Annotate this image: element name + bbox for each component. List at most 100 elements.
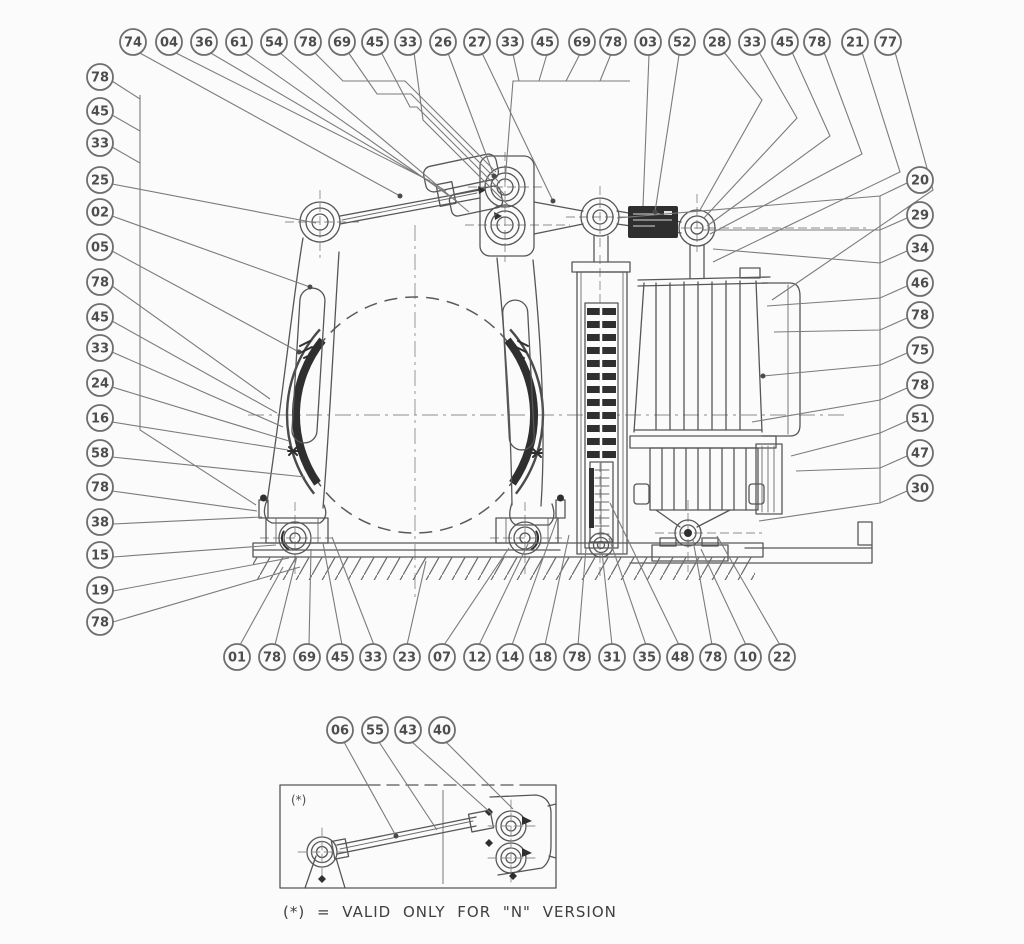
svg-text:33: 33 (91, 342, 109, 357)
svg-text:28: 28 (708, 36, 726, 51)
svg-text:10: 10 (739, 651, 757, 666)
callout-69: 69 (328, 28, 501, 184)
callout-78: 78 (86, 566, 301, 636)
spring-coil (587, 303, 616, 462)
svg-text:06: 06 (331, 724, 349, 739)
callout-45: 45 (322, 542, 354, 671)
svg-text:21: 21 (846, 36, 864, 51)
svg-text:20: 20 (911, 174, 929, 189)
callout-14: 14 (496, 518, 558, 671)
svg-text:36: 36 (195, 36, 213, 51)
callout-35: 35 (608, 537, 661, 671)
svg-text:33: 33 (501, 36, 519, 51)
callout-74: 74 (119, 28, 403, 199)
anchor-bolt-right (555, 494, 566, 519)
svg-text:38: 38 (91, 516, 109, 531)
callout-78: 78 (258, 555, 298, 671)
svg-text:43: 43 (399, 724, 417, 739)
callout-05: 05 (86, 233, 302, 355)
svg-text:78: 78 (911, 379, 929, 394)
svg-text:55: 55 (366, 724, 384, 739)
spring-scale (589, 461, 614, 543)
svg-text:14: 14 (501, 651, 519, 666)
svg-text:02: 02 (91, 206, 109, 221)
callout-40: 40 (428, 716, 514, 810)
svg-text:33: 33 (743, 36, 761, 51)
svg-text:19: 19 (91, 584, 109, 599)
svg-text:46: 46 (911, 277, 929, 292)
svg-text:74: 74 (124, 36, 142, 51)
lining-wear-marker-left (287, 446, 299, 456)
brake-shoe-right (504, 328, 545, 495)
callout-22: 22 (716, 535, 796, 671)
callout-33: 33 (86, 334, 284, 428)
inset-caption: (*) = VALID ONLY FOR "N" VERSION (283, 903, 617, 921)
pivot-spring-top (580, 197, 620, 237)
callout-78: 78 (563, 547, 591, 671)
callout-30: 30 (758, 474, 934, 522)
callout-10: 10 (700, 548, 762, 671)
callout-25: 25 (86, 166, 317, 224)
callout-78: 78 (709, 28, 863, 235)
inset-corner-label: (*) (291, 793, 306, 807)
callout-16: 16 (86, 404, 289, 451)
callout-46: 46 (766, 269, 934, 307)
callout-78: 78 (692, 539, 727, 671)
inset-rod (330, 809, 495, 860)
svg-text:03: 03 (639, 36, 657, 51)
svg-text:78: 78 (91, 71, 109, 86)
leader-buses (139, 80, 881, 506)
callout-31: 31 (598, 551, 626, 671)
thruster (629, 244, 801, 562)
svg-text:45: 45 (536, 36, 554, 51)
centerlines (248, 152, 866, 600)
svg-text:78: 78 (91, 276, 109, 291)
svg-text:01: 01 (228, 651, 246, 666)
thruster-fins (655, 280, 741, 431)
callout-03: 03 (634, 28, 662, 207)
callout-45: 45 (531, 28, 559, 82)
svg-text:45: 45 (91, 105, 109, 120)
callout-45: 45 (86, 303, 278, 414)
svg-text:61: 61 (230, 36, 248, 51)
svg-text:45: 45 (91, 311, 109, 326)
svg-text:78: 78 (808, 36, 826, 51)
callout-45: 45 (706, 28, 831, 227)
callout-12: 12 (463, 541, 530, 671)
callout-48: 48 (609, 502, 694, 671)
callout-33: 33 (703, 28, 798, 219)
inset-left-pivot (297, 827, 349, 889)
callout-33: 33 (331, 536, 387, 671)
callout-07: 07 (428, 547, 510, 671)
svg-text:30: 30 (911, 482, 929, 497)
svg-text:05: 05 (91, 241, 109, 256)
callout-24: 24 (86, 369, 290, 442)
svg-text:48: 48 (671, 651, 689, 666)
svg-text:78: 78 (911, 309, 929, 324)
callout-45: 45 (86, 97, 141, 132)
svg-text:69: 69 (298, 651, 316, 666)
svg-text:52: 52 (673, 36, 691, 51)
svg-text:45: 45 (776, 36, 794, 51)
svg-text:33: 33 (91, 137, 109, 152)
svg-text:07: 07 (433, 651, 451, 666)
ground-hatch (253, 557, 755, 580)
svg-text:78: 78 (263, 651, 281, 666)
svg-text:45: 45 (366, 36, 384, 51)
svg-text:29: 29 (911, 209, 929, 224)
svg-text:78: 78 (91, 481, 109, 496)
svg-text:78: 78 (568, 651, 586, 666)
callout-47: 47 (795, 439, 934, 472)
hand-release-lever (422, 153, 504, 220)
lining-wear-marker-right (531, 448, 543, 458)
callout-43: 43 (394, 716, 493, 815)
svg-text:78: 78 (704, 651, 722, 666)
callout-78: 78 (294, 28, 497, 173)
callout-06: 06 (326, 716, 399, 839)
inset-detail: (*) (279, 784, 557, 889)
callout-01: 01 (223, 566, 284, 671)
svg-text:40: 40 (433, 724, 451, 739)
svg-text:35: 35 (638, 651, 656, 666)
